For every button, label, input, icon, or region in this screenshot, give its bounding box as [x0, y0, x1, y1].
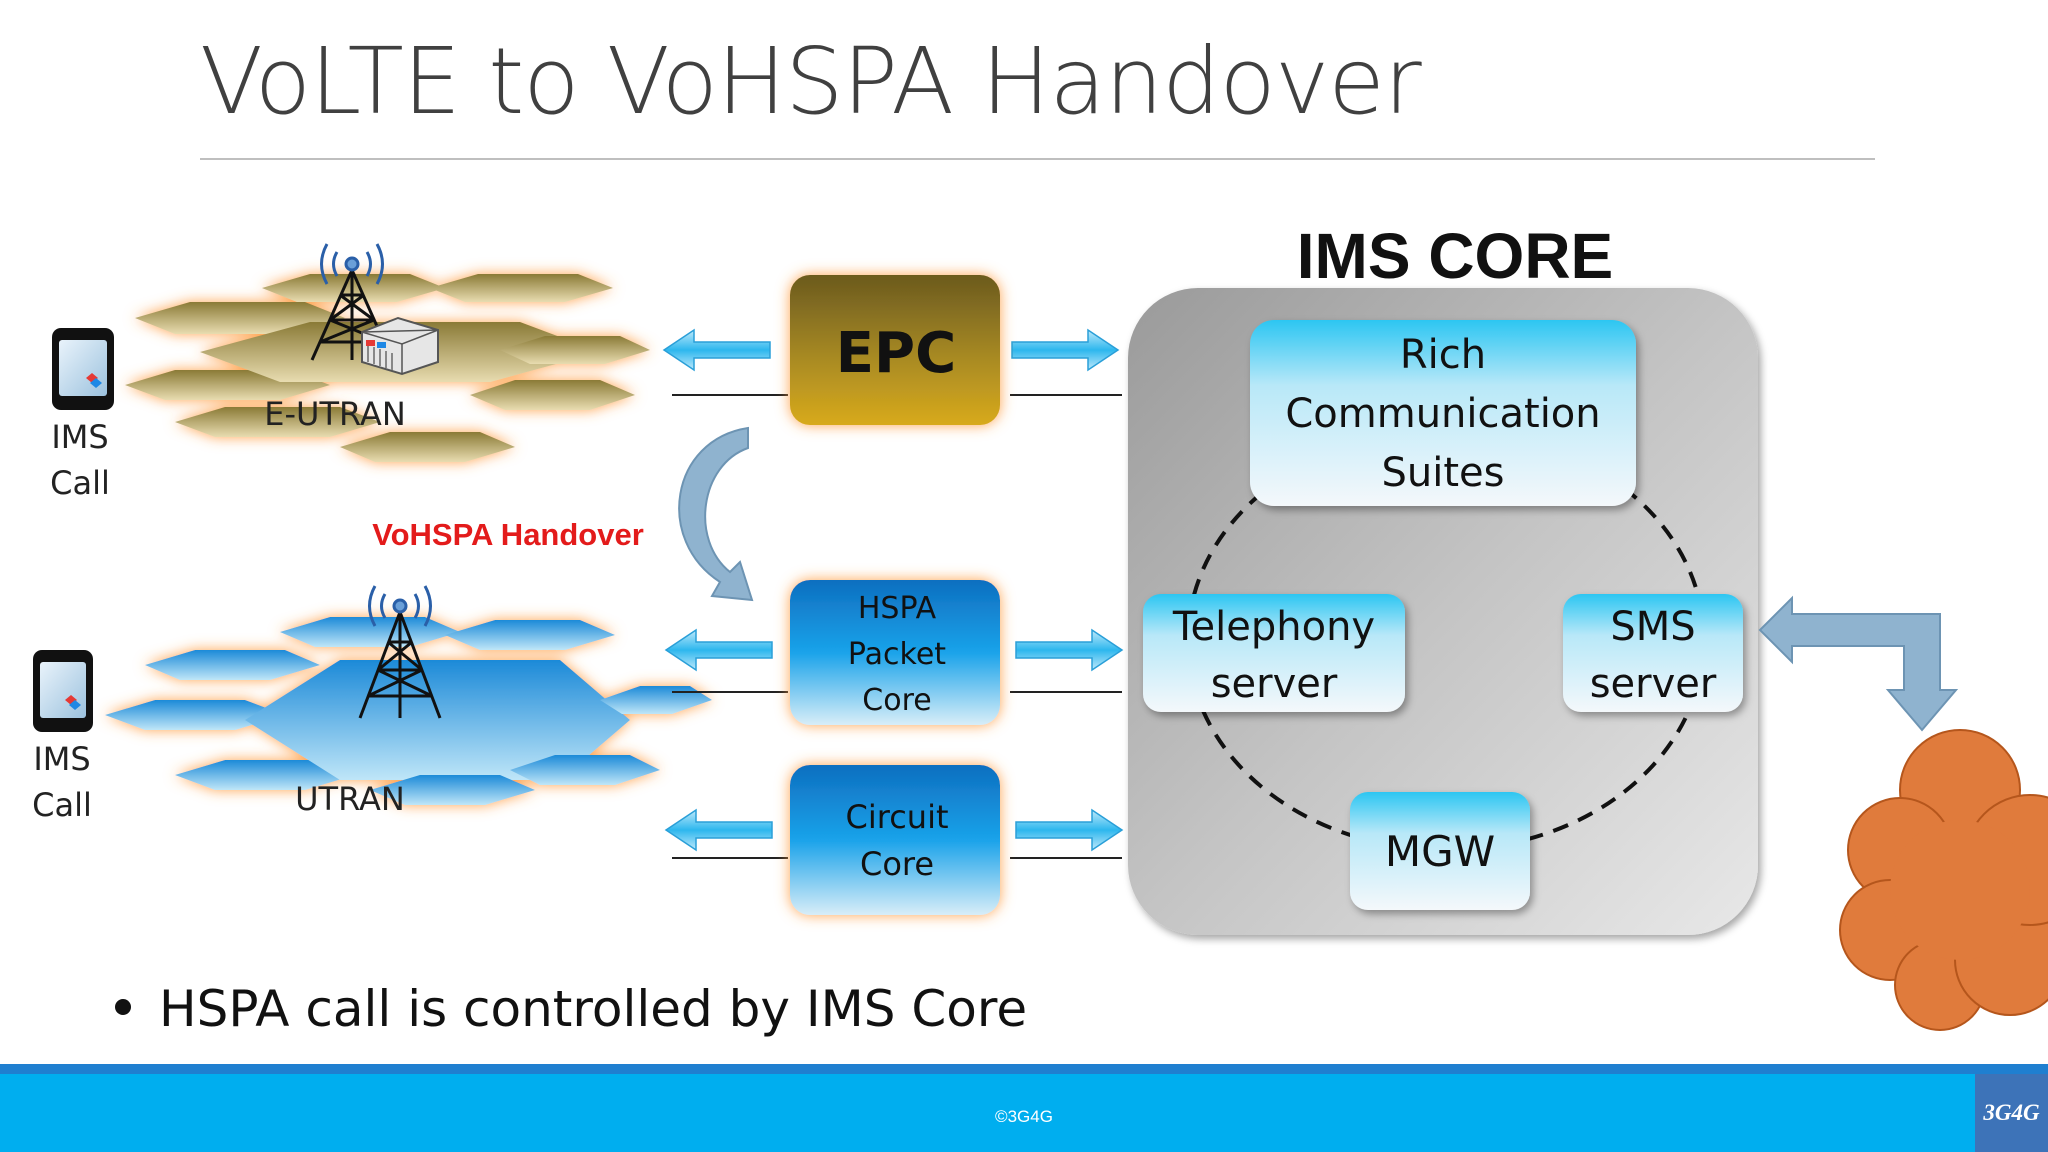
circuit-label-line1: Circuit [846, 798, 949, 836]
bullet-dot [115, 998, 131, 1015]
title-divider [200, 158, 1875, 160]
ims-call-top-line1: IMS [51, 418, 108, 456]
ims-core-title: IMS CORE [1297, 220, 1613, 292]
hspa-label-line1: HSPA [858, 591, 937, 626]
sms-cloud-arrow [1758, 595, 1959, 732]
footer-copyright: ©3G4G [995, 1107, 1053, 1126]
sms-label-line1: SMS [1610, 604, 1695, 650]
handover-curved-arrow [678, 426, 754, 602]
rcs-box [1250, 320, 1636, 506]
hspa-label-line3: Core [862, 683, 931, 718]
arrows-hspa [664, 628, 1124, 672]
circuit-label-line2: Core [860, 845, 934, 883]
circuit-core-box [790, 765, 1000, 915]
epc-box [790, 275, 1000, 425]
bullet-text: HSPA call is controlled by IMS Core [159, 980, 1028, 1038]
connector-lines [672, 394, 1122, 859]
utran-tower-icon [358, 585, 442, 719]
network-diagram: E-UTRAN IMS Call UTRAN [32, 220, 2048, 1031]
utran-cells [105, 617, 712, 805]
mgw-label: MGW [1385, 827, 1495, 876]
telephony-label-line2: server [1211, 661, 1338, 707]
hspa-packet-core-box [790, 580, 1000, 725]
slide-title: VoLTE to VoHSPA Handover [200, 28, 1422, 135]
footer-logo: 3G4G [1975, 1074, 2048, 1152]
rcs-label-line3: Suites [1382, 450, 1505, 496]
bullet-point: HSPA call is controlled by IMS Core [115, 980, 1027, 1038]
rcs-label-line2: Communication [1285, 391, 1600, 437]
utran-label: UTRAN [295, 780, 405, 818]
epc-label: EPC [836, 321, 956, 386]
phone-bottom-icon [33, 650, 93, 732]
telephony-server-box [1143, 594, 1405, 712]
ims-call-bottom-line2: Call [32, 786, 92, 824]
rcs-label-line1: Rich [1400, 332, 1486, 378]
ims-call-bottom-line1: IMS [33, 740, 90, 778]
handover-label: VoHSPA Handover [372, 517, 644, 552]
telephony-label-line1: Telephony [1172, 604, 1375, 650]
network-cloud-icon [1839, 729, 2048, 1031]
arrows-circuit [664, 808, 1124, 852]
enodeb-icon [361, 316, 439, 376]
arrows-epc [662, 328, 1120, 372]
footer-accent-bar [0, 1064, 2048, 1074]
sms-server-box [1563, 594, 1743, 712]
sms-label-line2: server [1590, 661, 1717, 707]
mgw-box [1350, 792, 1530, 910]
phone-top-icon [52, 328, 114, 410]
hspa-label-line2: Packet [848, 637, 946, 672]
ims-call-top-line2: Call [50, 464, 110, 502]
eutran-label: E-UTRAN [264, 395, 406, 433]
footer-bar [0, 1074, 2048, 1152]
